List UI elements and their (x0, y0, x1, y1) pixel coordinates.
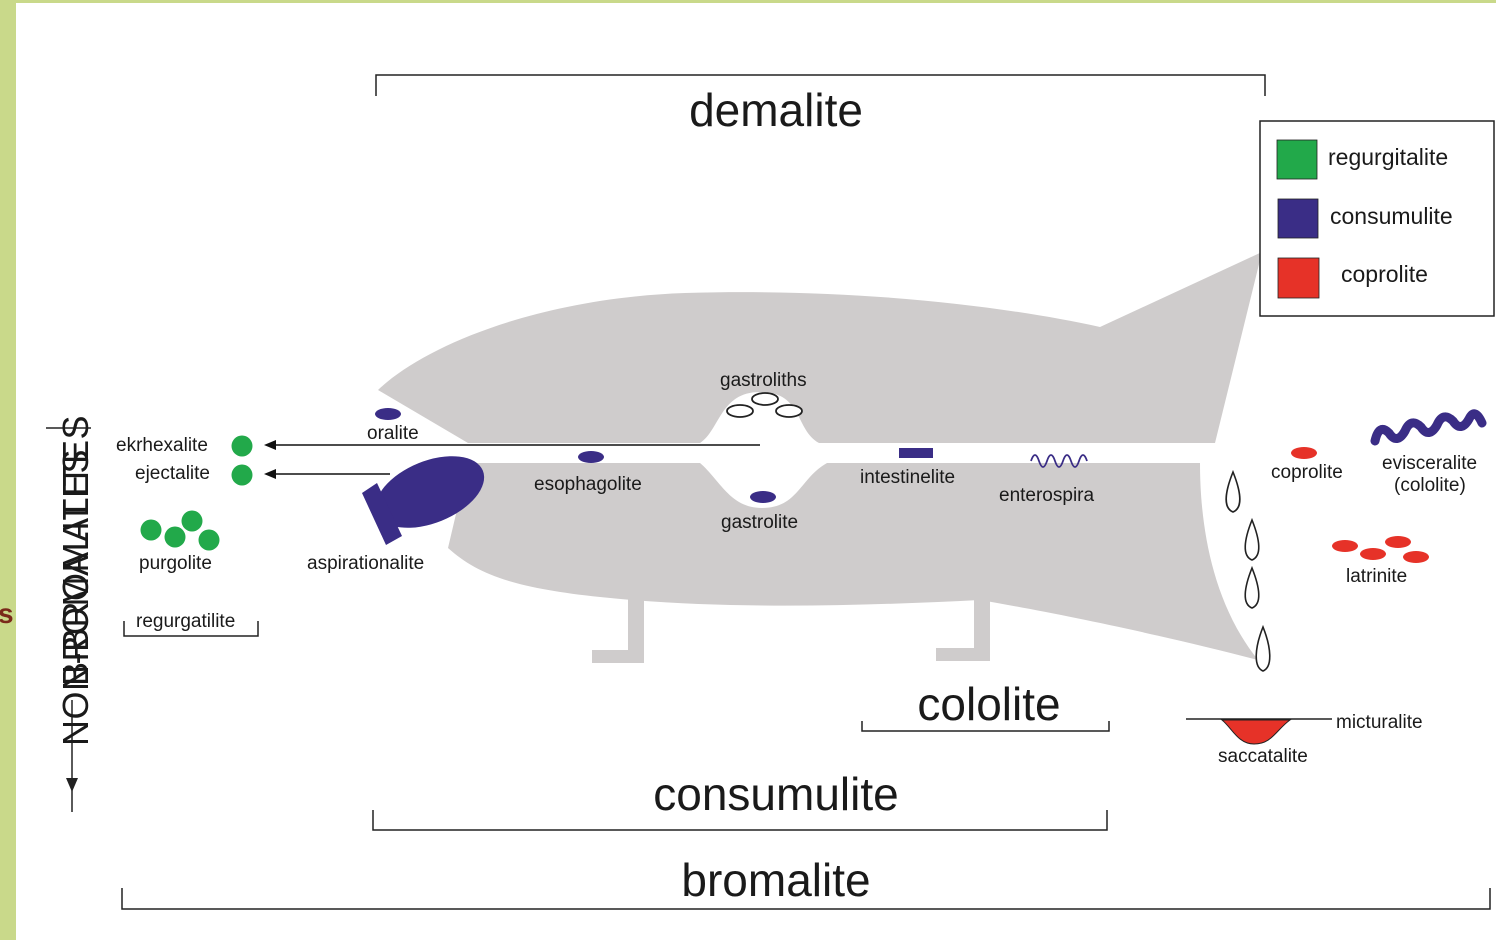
esophagolite-label: esophagolite (534, 474, 642, 495)
saccatalite-icon (1222, 720, 1290, 744)
ekrhexalite-arrowhead (264, 440, 276, 450)
ejectalite-arrowhead (264, 469, 276, 479)
ejectalite-label: ejectalite (135, 463, 210, 484)
demalite-label: demalite (689, 84, 863, 136)
ekrhexalite-label: ekrhexalite (116, 435, 208, 456)
legend-consumulite-label: consumulite (1330, 203, 1453, 229)
purgolite-label: purgolite (139, 553, 212, 574)
fish-back-leg (936, 595, 990, 661)
bromalites-label: BROMALITES (55, 449, 96, 686)
evisceralite-sublabel: (cololite) (1394, 475, 1466, 496)
consumulite-label: consumulite (653, 768, 898, 820)
bromalite-label: bromalite (681, 854, 870, 906)
oralite-label: oralite (367, 423, 419, 444)
micturalite-label: micturalite (1336, 712, 1423, 733)
saccatalite-label: saccatalite (1218, 746, 1308, 767)
aspirationalite-label: aspirationalite (307, 553, 424, 574)
legend-regurgitalite-swatch (1277, 140, 1317, 179)
legend-regurgitalite-label: regurgitalite (1328, 144, 1448, 170)
gastrolite-icon (750, 491, 776, 503)
legend-coprolite-label: coprolite (1341, 261, 1428, 287)
legend-consumulite-swatch (1278, 199, 1318, 238)
intestinelite-icon (899, 448, 933, 458)
evisceralite-icon (1375, 414, 1482, 441)
esophagolite-icon (578, 451, 604, 463)
coprolite-icon (1291, 447, 1317, 459)
legend-coprolite-swatch (1278, 258, 1319, 298)
cololite-label: cololite (917, 678, 1060, 730)
purgolite-icon (141, 511, 220, 551)
fish-body (378, 252, 1262, 443)
evisceralite-label: evisceralite (1382, 453, 1477, 474)
ekrhexalite-icon (232, 436, 253, 457)
down-arrow-icon (66, 778, 78, 792)
latrinite-icon (1332, 536, 1429, 563)
oralite-icon (375, 408, 401, 420)
gastrolite-label: gastrolite (721, 512, 798, 533)
regurgatilite-label: regurgatilite (136, 611, 235, 632)
latrinite-label: latrinite (1346, 566, 1407, 587)
gastroliths-label: gastroliths (720, 370, 807, 391)
ejectalite-icon (232, 465, 253, 486)
intestinelite-label: intestinelite (860, 467, 955, 488)
coprolite-label: coprolite (1271, 462, 1343, 483)
fish-front-leg (592, 595, 644, 663)
enterospira-label: enterospira (999, 485, 1094, 506)
